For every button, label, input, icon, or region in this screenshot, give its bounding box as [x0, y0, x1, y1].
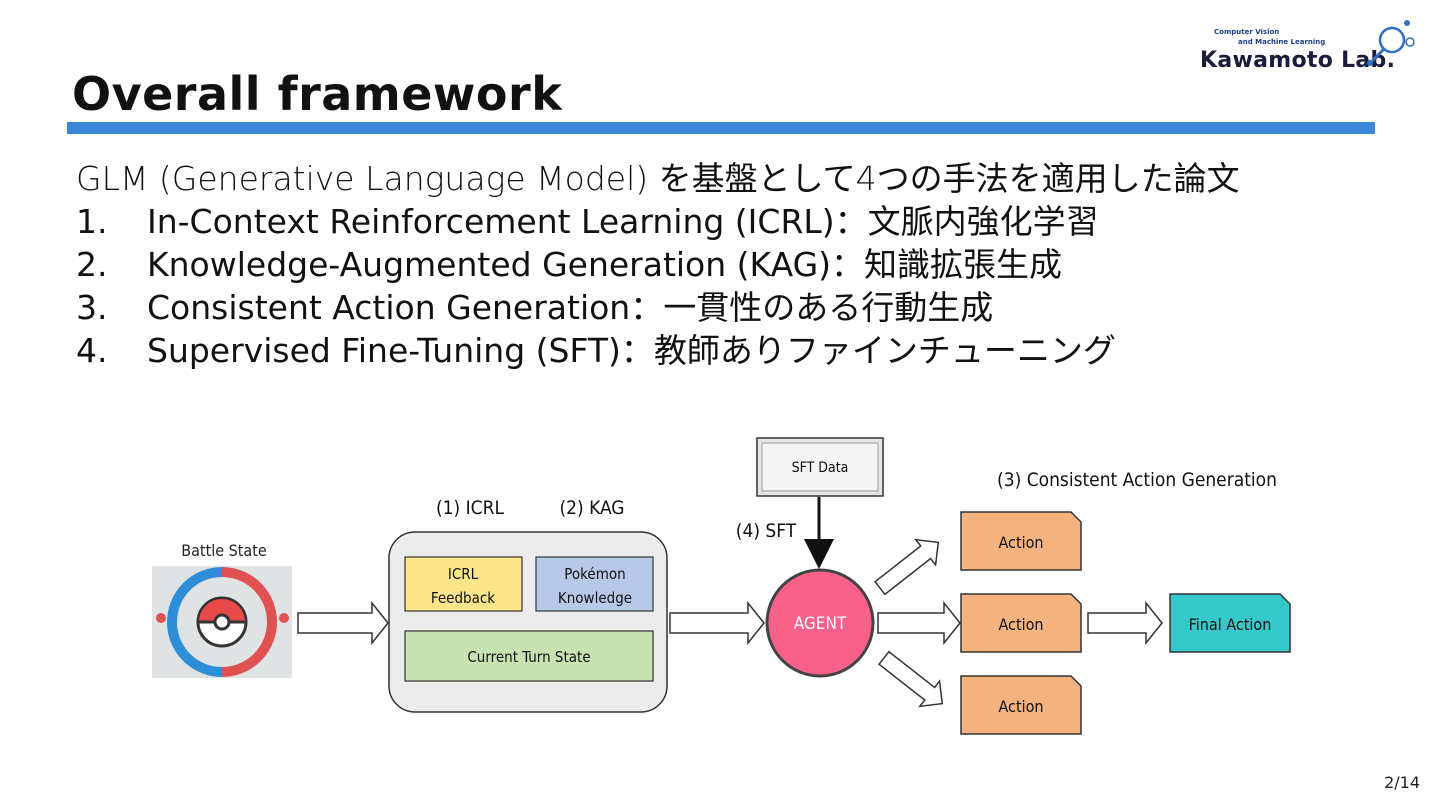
pokemon-line2: Knowledge	[558, 589, 632, 607]
list-number: 3.	[76, 288, 108, 327]
list-number: 1.	[76, 202, 108, 241]
consistent-action-header: (3) Consistent Action Generation	[997, 469, 1277, 491]
page-number: 2/14	[1384, 773, 1420, 792]
kag-header: (2) KAG	[559, 497, 624, 519]
list-item: 4. Supervised Fine-Tuning (SFT)：教師ありファインチ…	[76, 330, 1116, 372]
hollow-arrow-up	[874, 538, 940, 596]
magnifier-icon	[1367, 20, 1415, 66]
icrl-feedback-line2: Feedback	[431, 589, 495, 607]
action-box	[960, 511, 1082, 571]
agent-node	[765, 568, 875, 678]
list-number: 4.	[76, 331, 108, 370]
list-number: 2.	[76, 245, 108, 284]
sft-data-label: SFT Data	[792, 460, 849, 476]
action-label: Action	[998, 697, 1043, 716]
logo-line2: and Machine Learning	[1238, 38, 1326, 46]
list-text: In-Context Reinforcement Learning (ICRL)…	[147, 202, 1099, 241]
intro-text: GLM (Generative Language Model) を基盤として4つ…	[76, 159, 1240, 198]
battle-state-icon	[152, 566, 292, 678]
logo-line1: Computer Vision	[1214, 28, 1280, 36]
hollow-arrow-down	[878, 650, 944, 708]
sft-label: (4) SFT	[736, 520, 797, 542]
final-action-label: Final Action	[1189, 615, 1272, 634]
hollow-arrow	[297, 600, 389, 646]
battle-state-label: Battle State	[181, 541, 267, 560]
title-underline-bar	[67, 122, 1375, 134]
icrl-header: (1) ICRL	[436, 497, 504, 519]
action-label: Action	[998, 615, 1043, 634]
sft-data-inner	[761, 442, 879, 492]
lab-logo: Computer Vision and Machine Learning Kaw…	[1198, 16, 1428, 78]
agent-label: AGENT	[794, 614, 847, 634]
action-label: Action	[998, 533, 1043, 552]
icrl-feedback-line1: ICRL	[448, 565, 479, 583]
logo-name: Kawamoto Lab.	[1200, 48, 1396, 73]
final-action-box	[1169, 593, 1291, 653]
action-box	[960, 593, 1082, 653]
action-box	[960, 675, 1082, 735]
slide-title: Overall framework	[72, 67, 563, 121]
list-text: Knowledge-Augmented Generation (KAG)：知識拡…	[147, 245, 1063, 284]
hollow-arrow	[1087, 600, 1163, 646]
list-item: 3. Consistent Action Generation：一貫性のある行動生…	[76, 287, 993, 329]
hollow-arrow	[669, 600, 765, 646]
pokemon-line1: Pokémon	[564, 565, 625, 583]
hollow-arrow	[877, 600, 961, 646]
list-text: Supervised Fine-Tuning (SFT)：教師ありファインチュー…	[147, 331, 1116, 370]
list-text: Consistent Action Generation：一貫性のある行動生成	[147, 288, 994, 327]
current-turn-state-label: Current Turn State	[467, 648, 590, 666]
list-item: 2. Knowledge-Augmented Generation (KAG)：知…	[76, 244, 1062, 286]
current-turn-state-box	[404, 630, 654, 682]
icrl-feedback-box	[404, 556, 523, 612]
list-item: 1. In-Context Reinforcement Learning (ICR…	[76, 201, 1099, 243]
pokemon-knowledge-box	[535, 556, 654, 612]
